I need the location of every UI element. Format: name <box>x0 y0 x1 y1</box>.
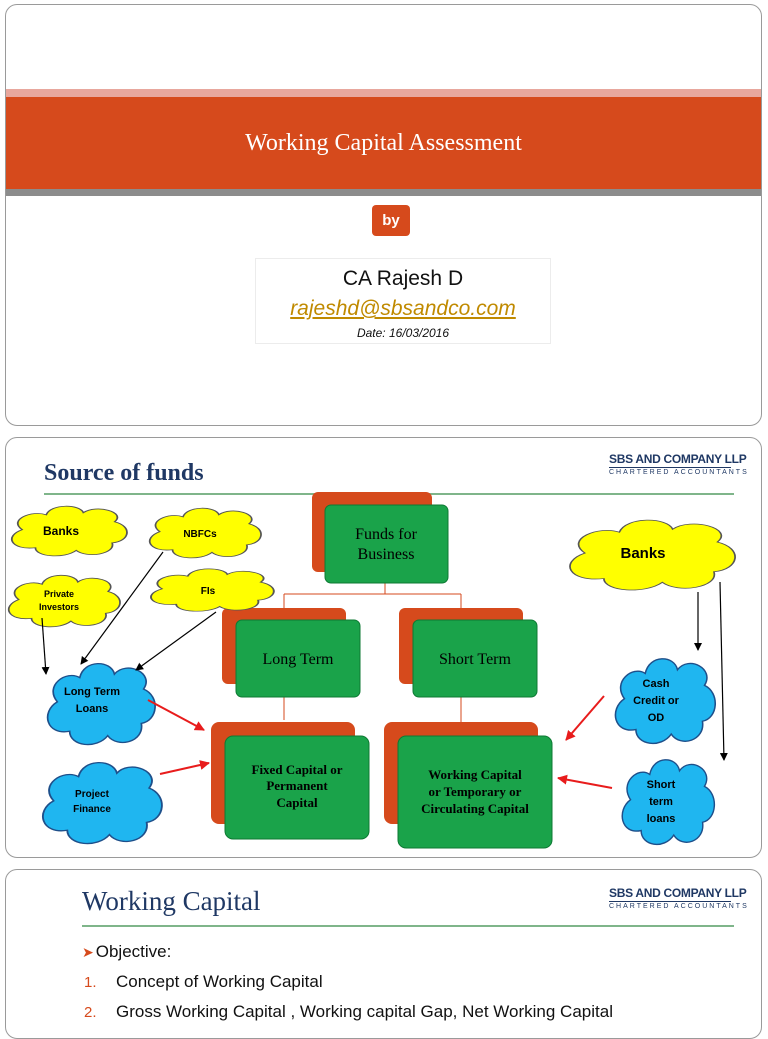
cloud-private-investors-line2: Investors <box>39 602 79 612</box>
author-email-link[interactable]: rajeshd@sbsandco.com <box>290 297 516 320</box>
cloud-banks-right-label: Banks <box>620 545 665 562</box>
title-band-top <box>6 89 761 97</box>
list-item-number: 2. <box>84 1004 97 1021</box>
presentation-title: Working Capital Assessment <box>245 129 522 156</box>
long-term-box: Long Term <box>222 608 361 698</box>
cloud-banks-left-label: Banks <box>43 524 79 538</box>
list-item: 2. Gross Working Capital , Working capita… <box>84 1002 613 1022</box>
fixed-capital-line3: Capital <box>276 795 318 810</box>
red-arrows <box>147 695 613 789</box>
presentation-date: Date: 16/03/2016 <box>356 326 450 340</box>
list-item: 1. Concept of Working Capital <box>84 972 323 992</box>
short-term-label: Short Term <box>439 651 511 668</box>
source-of-funds-slide: Source of funds SBS AND COMPANY LLP CHAR… <box>5 437 762 858</box>
fixed-capital-box: Fixed Capital or Permanent Capital <box>211 722 370 840</box>
cloud-banks-right: Banks <box>570 520 735 590</box>
company-logo: SBS AND COMPANY LLP CHARTERED ACCOUNTANT… <box>609 886 749 910</box>
cloud-banks-left: Banks <box>12 506 127 556</box>
cloud-short-term-loans: Short term loans <box>622 760 714 845</box>
cloud-cash-credit-line1: Cash <box>643 678 670 690</box>
arrow-bullet-icon: ➤ <box>82 944 94 960</box>
cloud-long-term-loans: Long Term Loans <box>48 664 155 745</box>
cloud-project-finance-line1: Project <box>75 789 110 800</box>
short-term-box: Short Term <box>399 608 538 698</box>
author-box: CA Rajesh D rajeshd@sbsandco.com Date: 1… <box>255 258 551 344</box>
cloud-long-term-loans-line1: Long Term <box>64 686 120 698</box>
cloud-long-term-loans-line2: Loans <box>76 703 108 715</box>
list-item-text: Concept of Working Capital <box>116 972 323 991</box>
company-logo-name: SBS AND COMPANY LLP <box>609 886 747 900</box>
cloud-short-term-loans-line1: Short <box>647 779 676 791</box>
list-item-number: 1. <box>84 974 97 991</box>
company-logo-subtitle: CHARTERED ACCOUNTANTS <box>609 903 749 910</box>
slide-heading: Source of funds <box>44 460 204 486</box>
company-logo-subtitle: CHARTERED ACCOUNTANTS <box>609 469 749 476</box>
funds-diagram: Funds for Business Long Term Short Term … <box>6 438 762 858</box>
fixed-capital-line1: Fixed Capital or <box>252 762 343 777</box>
cloud-project-finance-line2: Finance <box>73 804 111 815</box>
title-band-bottom <box>6 189 761 196</box>
fixed-capital-line2: Permanent <box>266 778 328 793</box>
title-band <box>6 97 761 189</box>
author-name: CA Rajesh D <box>342 267 464 290</box>
cloud-project-finance: Project Finance <box>43 763 162 844</box>
heading-rule <box>82 925 734 927</box>
by-badge: by <box>372 205 410 236</box>
cloud-nbfcs: NBFCs <box>150 508 261 558</box>
cloud-nbfcs-label: NBFCs <box>183 529 217 540</box>
list-item-text: Gross Working Capital , Working capital … <box>116 1002 613 1021</box>
funds-for-business-box: Funds for Business <box>312 492 449 584</box>
cloud-private-investors-line1: Private <box>44 589 74 599</box>
long-term-label: Long Term <box>262 651 334 668</box>
black-arrows <box>41 551 728 761</box>
cloud-cash-credit: Cash Credit or OD <box>615 659 715 744</box>
cloud-fis: FIs <box>151 569 274 611</box>
company-logo-name: SBS AND COMPANY LLP <box>609 452 747 466</box>
title-slide: Working Capital Assessment by CA Rajesh … <box>5 4 762 426</box>
tree-connectors <box>283 576 462 722</box>
cloud-private-investors: Private Investors <box>9 575 120 627</box>
working-capital-box: Working Capital or Temporary or Circulat… <box>384 722 553 849</box>
cloud-cash-credit-line2: Credit or <box>633 695 680 707</box>
working-capital-line2: or Temporary or <box>429 784 522 799</box>
slide-heading: Working Capital <box>82 886 261 916</box>
root-box-line1: Funds for <box>355 526 417 543</box>
cloud-fis-label: FIs <box>201 586 216 597</box>
company-logo: SBS AND COMPANY LLP CHARTERED ACCOUNTANT… <box>609 452 749 476</box>
objective-bullet: ➤Objective: <box>82 942 171 962</box>
working-capital-line1: Working Capital <box>428 767 522 782</box>
objective-label: Objective: <box>95 942 172 961</box>
cloud-short-term-loans-line3: loans <box>647 813 676 825</box>
cloud-cash-credit-line3: OD <box>648 712 665 724</box>
working-capital-slide: Working Capital SBS AND COMPANY LLP CHAR… <box>5 869 762 1039</box>
cloud-short-term-loans-line2: term <box>649 796 673 808</box>
working-capital-line3: Circulating Capital <box>421 801 529 816</box>
root-box-line2: Business <box>358 546 415 563</box>
